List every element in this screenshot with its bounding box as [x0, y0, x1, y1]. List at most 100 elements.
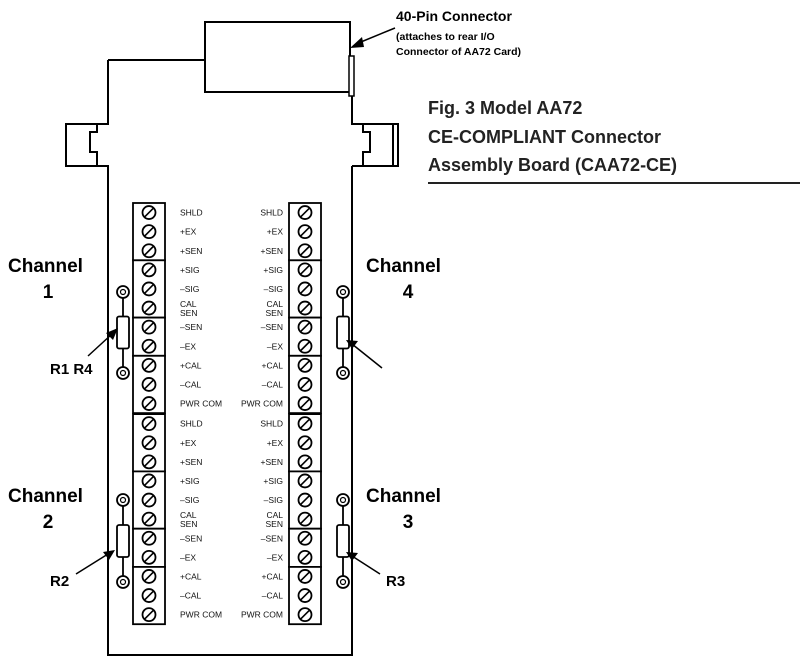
screw-slot — [143, 475, 155, 487]
pin-label: +SIG — [263, 265, 283, 275]
screw-slot — [143, 341, 155, 352]
pin-label: SEN — [266, 308, 283, 318]
resistor-group — [116, 285, 350, 589]
40-pin-connector — [204, 21, 351, 93]
screw-slot — [299, 302, 311, 314]
resistor-body — [336, 524, 350, 558]
pin-label: CAL — [266, 299, 283, 309]
pin-label: +SIG — [180, 265, 200, 275]
resistor-lead-hole — [339, 578, 347, 586]
pin-label: SEN — [180, 308, 197, 318]
screw-slot — [299, 245, 311, 256]
connector-line1: (attaches to rear I/O — [396, 31, 495, 43]
pin-label: +SIG — [180, 476, 200, 486]
screw-slot — [143, 494, 155, 506]
pin-label: PWR COM — [241, 399, 283, 409]
pin-label: +CAL — [262, 571, 284, 581]
channel-4-word: Channel — [366, 256, 441, 277]
pin-label: PWR COM — [180, 399, 222, 409]
connector-arrow-head — [350, 37, 364, 48]
r4-arrow-line — [351, 343, 383, 369]
screw-slot — [143, 571, 155, 582]
resistor-body — [336, 315, 350, 350]
resistor-lead-hole — [119, 496, 127, 504]
figure-caption-line2: CE-COMPLIANT Connector — [428, 127, 661, 147]
screw-slot — [143, 590, 155, 601]
pin-label: –SIG — [264, 495, 283, 505]
pin-label: SHLD — [260, 208, 283, 218]
pin-label: SHLD — [180, 208, 203, 218]
channel-2-word: Channel — [8, 486, 83, 507]
connector-title: 40-Pin Connector — [396, 8, 512, 24]
pin-label: –SIG — [180, 284, 199, 294]
screw-slot — [143, 264, 155, 275]
figure-caption-line3: Assembly Board (CAA72-CE) — [428, 155, 677, 175]
pin-label: CAL — [180, 299, 197, 309]
screw-slot — [143, 418, 155, 429]
resistor-lead-hole — [339, 496, 347, 504]
screw-slot — [143, 514, 155, 525]
pin-label: –CAL — [180, 591, 202, 601]
pin-label: –SEN — [180, 533, 202, 543]
screw-slot — [299, 360, 311, 371]
pin-label: +EX — [267, 438, 284, 448]
r2-arrow-head — [103, 550, 115, 560]
channel-1-word: Channel — [8, 256, 83, 277]
screw-slot — [299, 418, 311, 429]
r4-arrow-head — [346, 340, 358, 349]
screw-slot — [299, 552, 311, 563]
screw-slot — [143, 398, 155, 409]
screw-slot — [143, 533, 155, 544]
pin-label: +EX — [180, 227, 197, 237]
screw-slot — [143, 283, 155, 295]
pin-label: SHLD — [180, 419, 203, 429]
pin-label: SEN — [266, 519, 283, 529]
resistor-arrows — [75, 328, 383, 575]
screw-slot — [299, 609, 311, 620]
screw-slot — [299, 456, 311, 467]
r3-arrow-line — [351, 555, 381, 575]
connector-line2: Connector of AA72 Card) — [396, 46, 521, 58]
screw-slot — [143, 245, 155, 256]
screw-slot — [143, 302, 155, 314]
screw-slot — [143, 437, 155, 448]
pin-label: +CAL — [262, 360, 284, 370]
pin-label: –SEN — [261, 533, 283, 543]
pin-label: +CAL — [180, 360, 202, 370]
connector-latch — [348, 55, 355, 97]
board-left-tab — [65, 123, 108, 167]
screw-slot — [299, 379, 311, 390]
resistor-lead-hole — [119, 288, 127, 296]
screw-slot — [299, 590, 311, 601]
screw-slot — [299, 437, 311, 448]
pin-label: +SEN — [261, 457, 283, 467]
channel-3-number: 3 — [403, 512, 414, 533]
pin-label: –CAL — [262, 591, 284, 601]
pin-label: +SIG — [263, 476, 283, 486]
r3-arrow-head — [346, 552, 358, 561]
resistor-body — [116, 524, 130, 558]
screw-slot — [143, 322, 155, 333]
pin-label: –EX — [267, 552, 283, 562]
screw-slot — [299, 398, 311, 409]
screw-slot — [143, 456, 155, 467]
pin-label: PWR COM — [241, 610, 283, 620]
terminal-blocks: SHLD+EX+SEN+SIG–SIGCALSEN–SEN–EX+CAL–CAL… — [132, 202, 322, 626]
resistor-lead-hole — [119, 578, 127, 586]
resistor-label-r1-r4: R1 R4 — [50, 361, 93, 378]
pin-label: +SEN — [180, 457, 202, 467]
pin-label: –EX — [180, 552, 196, 562]
pin-label: –SIG — [264, 284, 283, 294]
pin-label: CAL — [266, 510, 283, 520]
screw-slot — [299, 571, 311, 582]
resistor-lead-hole — [119, 369, 127, 377]
screw-slot — [299, 533, 311, 544]
pin-label: SHLD — [260, 419, 283, 429]
pin-label: +SEN — [261, 246, 283, 256]
channel-2-number: 2 — [43, 512, 54, 533]
screw-slot — [299, 514, 311, 525]
screw-slot — [299, 341, 311, 352]
pin-label: –EX — [180, 341, 196, 351]
screw-slot — [143, 360, 155, 371]
